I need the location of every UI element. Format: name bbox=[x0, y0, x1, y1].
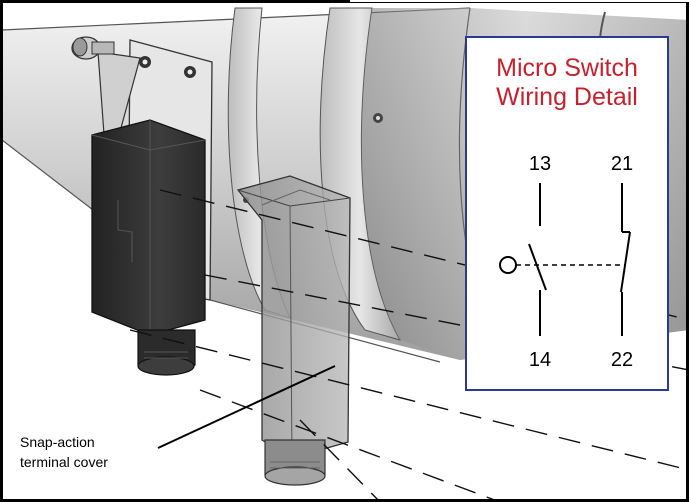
micro-switch-body bbox=[91, 119, 206, 376]
actuator-circle-icon bbox=[499, 256, 517, 274]
normally-closed-contact-symbol bbox=[620, 183, 631, 336]
callout-leader-line bbox=[157, 365, 336, 449]
terminal-label-13: 13 bbox=[529, 153, 551, 175]
inset-title-line-1: Micro Switch bbox=[496, 54, 638, 82]
snap-action-terminal-cover bbox=[236, 175, 351, 486]
callout-label-line-1: Snap-action bbox=[20, 434, 95, 450]
terminal-label-22: 22 bbox=[611, 349, 633, 371]
normally-open-contact-symbol bbox=[528, 183, 547, 336]
inset-title-line-2: Wiring Detail bbox=[496, 83, 638, 111]
terminal-label-21: 21 bbox=[611, 153, 633, 175]
wiring-detail-inset: Micro Switch Wiring Detail 13 21 14 22 bbox=[465, 36, 669, 391]
callout-label-line-2: terminal cover bbox=[20, 454, 108, 470]
terminal-label-14: 14 bbox=[529, 349, 551, 371]
